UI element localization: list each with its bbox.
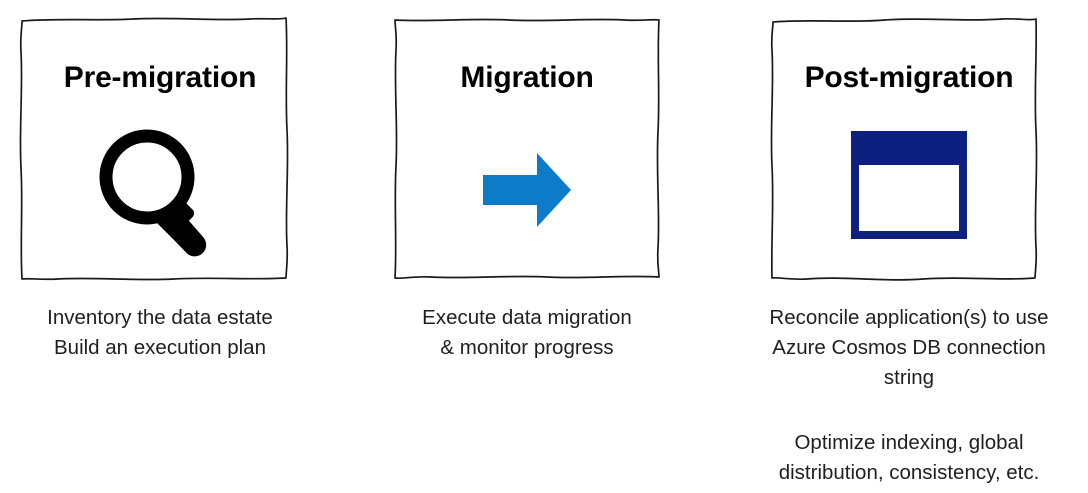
caption-line: Inventory the data estate: [47, 306, 273, 329]
right-arrow-icon: [483, 153, 571, 227]
panel-title-post-migration: Post-migration: [804, 61, 1014, 94]
panel-title-pre-migration: Pre-migration: [63, 61, 257, 94]
sketch-box-post-migration: [768, 14, 1040, 282]
caption-line: Build an execution plan: [54, 336, 266, 359]
caption-migration: Execute data migration & monitor progres…: [372, 303, 682, 363]
caption-line: Azure Cosmos DB connection: [772, 336, 1046, 359]
caption-post-migration-extra: Optimize indexing, global distribution, …: [730, 428, 1088, 488]
panel-post-migration: Post-migration Reconcile application(s) …: [730, 0, 1088, 493]
sketch-box-migration: [391, 14, 663, 282]
caption-line: & monitor progress: [440, 336, 614, 359]
caption-line: Optimize indexing, global: [794, 431, 1024, 454]
panel-migration: Migration Execute data migration & monit…: [372, 0, 682, 493]
panel-pre-migration: Pre-migration Inventory the data estate …: [0, 0, 320, 493]
icon-slot-migration: [372, 140, 682, 240]
caption-post-migration: Reconcile application(s) to use Azure Co…: [730, 303, 1088, 393]
application-window-icon: [851, 131, 967, 239]
caption-line: Reconcile application(s) to use: [769, 306, 1049, 329]
caption-line: distribution, consistency, etc.: [778, 461, 1040, 484]
magnifying-glass-icon: [99, 129, 207, 257]
caption-pre-migration: Inventory the data estate Build an execu…: [0, 303, 320, 363]
icon-slot-pre-migration: [0, 126, 320, 257]
icon-slot-post-migration: [730, 122, 1088, 248]
sketch-box-pre-migration: [18, 14, 290, 282]
caption-line: string: [883, 366, 935, 389]
caption-line: Execute data migration: [422, 306, 632, 329]
panel-title-migration: Migration: [460, 61, 594, 94]
